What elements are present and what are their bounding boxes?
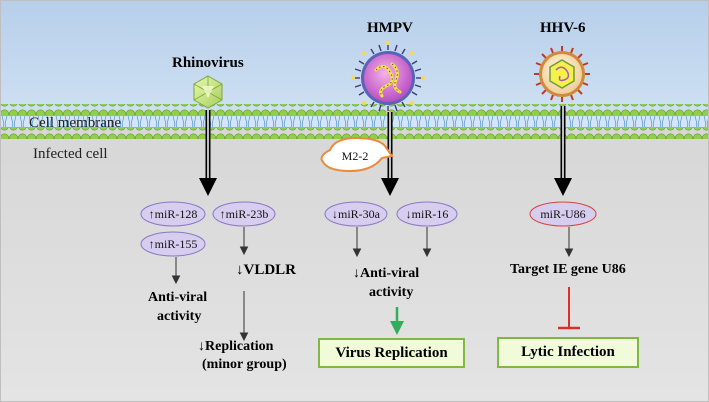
rhino-antiviral-line2: activity <box>157 309 202 324</box>
stimulate-arrow <box>390 307 404 335</box>
cell-membrane-label: Cell membrane <box>29 115 122 131</box>
target-gene-label: Target IE gene U86 <box>510 262 626 277</box>
inhibition-arrow <box>558 287 580 330</box>
virus-replication-box: Virus Replication <box>318 338 465 368</box>
mir-u86-node <box>529 201 597 227</box>
m22-callout-bubble <box>320 136 394 173</box>
hmpv-antiviral-line1: ↓Anti-viral <box>353 266 420 281</box>
lytic-infection-box: Lytic Infection <box>497 337 639 368</box>
mir-30a-node <box>324 201 388 227</box>
hhv6-entry-arrow <box>554 106 572 196</box>
replication-line1: ↓Replication <box>198 339 274 354</box>
rhinovirus-particle-icon <box>193 75 223 109</box>
mir-155-label: ↑miR-155 <box>148 236 198 251</box>
hmpv-label: HMPV <box>367 20 413 36</box>
mir-128-node <box>140 201 206 227</box>
mir-128-label: ↑miR-128 <box>148 206 198 221</box>
mir-155-node <box>140 231 206 257</box>
m22-protein-label: M2-2 <box>341 148 369 163</box>
hhv6-label: HHV-6 <box>540 20 586 36</box>
mir-30a-label: ↓miR-30a <box>332 206 380 221</box>
hhv6-particle-icon <box>534 46 590 102</box>
mir-16-label: ↓miR-16 <box>405 206 449 221</box>
replication-line2: (minor group) <box>202 357 287 372</box>
vldlr-label: ↓VLDLR <box>236 262 297 278</box>
hmpv-particle-icon <box>351 41 425 115</box>
mir-23b-label: ↑miR-23b <box>219 206 269 221</box>
rhinovirus-entry-arrow <box>199 110 217 196</box>
mir-16-node <box>396 201 458 227</box>
rhino-antiviral-line1: Anti-viral <box>148 290 208 305</box>
regulation-arrows <box>171 227 574 342</box>
mir-23b-node <box>212 201 276 227</box>
infected-cell-label: Infected cell <box>33 146 108 162</box>
extracellular-space <box>0 0 709 110</box>
cell-membrane <box>0 104 709 139</box>
mir-u86-label: miR-U86 <box>540 206 586 221</box>
hmpv-entry-arrow <box>381 112 399 196</box>
hmpv-antiviral-line2: activity <box>369 285 414 300</box>
rhinovirus-label: Rhinovirus <box>172 55 244 71</box>
